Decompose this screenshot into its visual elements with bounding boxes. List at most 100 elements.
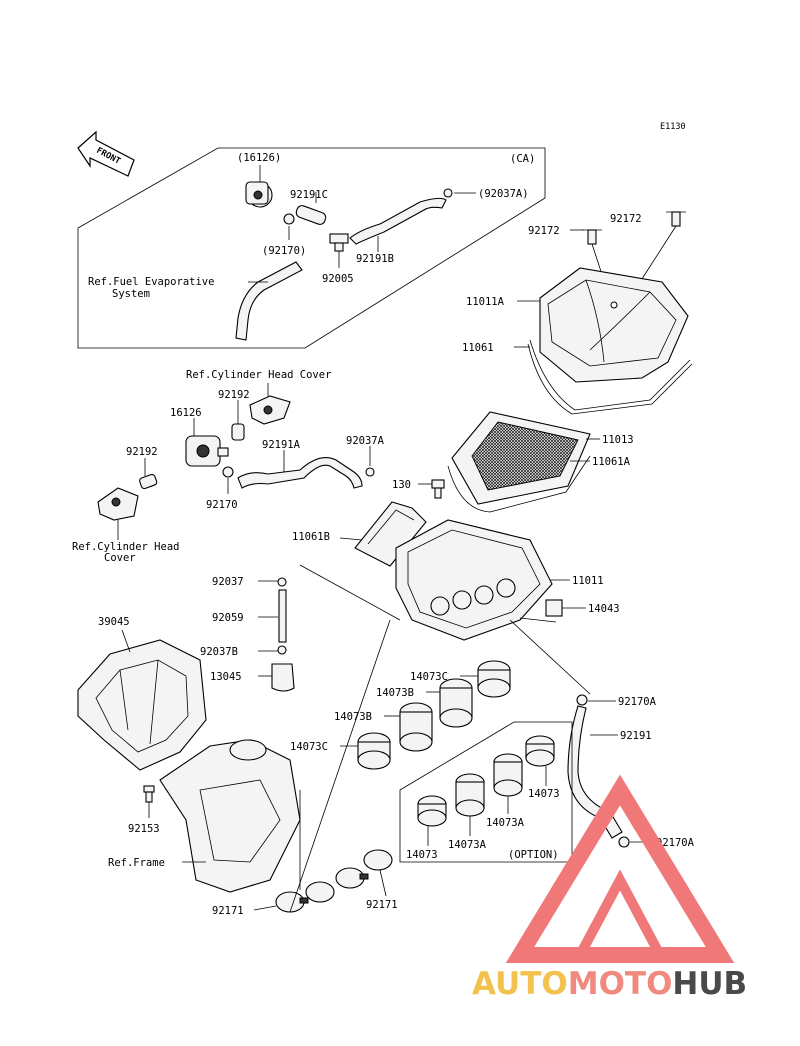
ref-fuel-evaporative-line1: Ref.Fuel Evaporative: [88, 276, 214, 288]
label-11011: 11011: [572, 575, 604, 587]
label-92059: 92059: [212, 612, 244, 624]
label-11013: 11013: [602, 434, 634, 446]
label-92192-a: 92192: [218, 389, 250, 401]
ref-cylinder-head-cover-line1: Ref.Cylinder Head: [72, 541, 179, 553]
label-14073c-b: 14073C: [290, 741, 328, 753]
label-92171-b: 92171: [366, 899, 398, 911]
label-92172-a: 92172: [528, 225, 560, 237]
label-16126-ca: (16126): [237, 152, 281, 164]
watermark-hub: HUB: [672, 966, 747, 1002]
label-92191c: 92191C: [290, 189, 328, 201]
hose-92191c: [295, 205, 327, 225]
cap-92192-left: [139, 473, 158, 490]
ca-vacuum-valve-16126: [245, 181, 273, 208]
label-14073b-a: 14073B: [376, 687, 414, 699]
ref-frame: Ref.Frame: [108, 857, 165, 869]
bolt-92172-right: [666, 211, 686, 227]
label-92037a-ca: (92037A): [478, 188, 529, 200]
label-92005: 92005: [322, 273, 354, 285]
label-92037a: 92037A: [346, 435, 385, 447]
label-92191b: 92191B: [356, 253, 394, 265]
label-92171-a: 92171: [212, 905, 244, 917]
diagram-code: E1130: [660, 122, 686, 132]
clamp-92037a-ca: [443, 188, 453, 198]
bolt-92172-left: [582, 229, 602, 245]
label-11061b: 11061B: [292, 531, 330, 543]
air-cleaner-upper-housing-11011a: [539, 267, 689, 383]
label-13045: 13045: [210, 671, 242, 683]
automotohub-logo: AUTOMOTOHUB: [472, 774, 747, 1002]
svg-text:AUTOMOTOHUB: AUTOMOTOHUB: [472, 966, 747, 1002]
watermark-triangle-icon: [505, 774, 735, 963]
ref-cylinder-head-cover-line2: Cover: [104, 552, 136, 564]
label-92170a-b: 92170A: [656, 837, 695, 849]
label-92170a-a: 92170A: [618, 696, 657, 708]
air-cleaner-lower-housing-11011: [395, 519, 553, 641]
ca-region-box: [77, 147, 546, 349]
funnel-14073c-top: [477, 660, 511, 698]
clamp-92170a-top: [576, 694, 588, 706]
label-14073b-b: 14073B: [334, 711, 372, 723]
gasket-11061: [529, 339, 691, 411]
watermark-moto: MOTO: [568, 966, 673, 1002]
bolt-92153: [143, 785, 155, 803]
vacuum-valve-16126: [185, 435, 229, 467]
sensor-14043: [545, 599, 563, 617]
frame-part: [159, 739, 301, 893]
label-92191a: 92191A: [262, 439, 301, 451]
label-14073-b: 14073: [406, 849, 438, 861]
label-92153: 92153: [128, 823, 160, 835]
label-92191: 92191: [620, 730, 652, 742]
ref-fuel-evaporative-line2: System: [112, 288, 150, 300]
label-39045: 39045: [98, 616, 130, 628]
cylinder-head-cover-part-left: [97, 487, 139, 521]
hose-fuel-evaporative: [235, 261, 303, 341]
watermark-auto: AUTO: [472, 966, 568, 1002]
clamp-92037b: [277, 645, 287, 655]
funnel-option-4: [417, 795, 447, 827]
cylinder-head-cover-part-top: [249, 395, 291, 425]
funnel-14073b-mid: [399, 702, 433, 752]
screw-130: [431, 479, 445, 499]
funnel-14073c-left: [357, 732, 391, 770]
clamp-92170a-bottom: [618, 836, 630, 848]
clamp-92037: [277, 577, 287, 587]
option-region-box: [399, 721, 573, 863]
label-14073a-a: 14073A: [486, 817, 525, 829]
hose-92191: [567, 705, 623, 839]
cap-92192-top: [231, 423, 245, 441]
funnel-14073b-top: [439, 678, 473, 728]
label-92170: 92170: [206, 499, 238, 511]
front-arrow-icon: FRONT: [77, 130, 135, 177]
t-joint-92005: [329, 233, 349, 252]
label-92192-b: 92192: [126, 446, 158, 458]
label-14073-a: 14073: [528, 788, 560, 800]
clamp-92170: [222, 466, 234, 478]
label-11061: 11061: [462, 342, 494, 354]
gasket-11061a: [447, 455, 591, 513]
label-14073c-a: 14073C: [410, 671, 448, 683]
label-14073a-b: 14073A: [448, 839, 487, 851]
label-92037: 92037: [212, 576, 244, 588]
funnel-option-1: [525, 735, 555, 767]
clamp-92037a: [365, 467, 375, 477]
label-92170-ca: (92170): [262, 245, 306, 257]
label-92172-b: 92172: [610, 213, 642, 225]
hose-92191b: [349, 197, 447, 245]
label-130: 130: [392, 479, 411, 491]
ref-cylinder-head-cover-top: Ref.Cylinder Head Cover: [186, 369, 331, 381]
funnel-option-3: [455, 773, 485, 817]
label-11011a: 11011A: [466, 296, 505, 308]
clamp-92170-ca: [283, 213, 295, 225]
seal-11061b: [354, 501, 427, 567]
hose-92191a: [237, 457, 363, 489]
air-filter-element-11013: [451, 411, 591, 505]
bracket-39045: [77, 639, 207, 771]
drain-hose-92059: [278, 589, 287, 643]
ca-label: (CA): [510, 153, 535, 165]
funnel-option-2: [493, 753, 523, 797]
label-92037b: 92037B: [200, 646, 238, 658]
label-16126: 16126: [170, 407, 202, 419]
